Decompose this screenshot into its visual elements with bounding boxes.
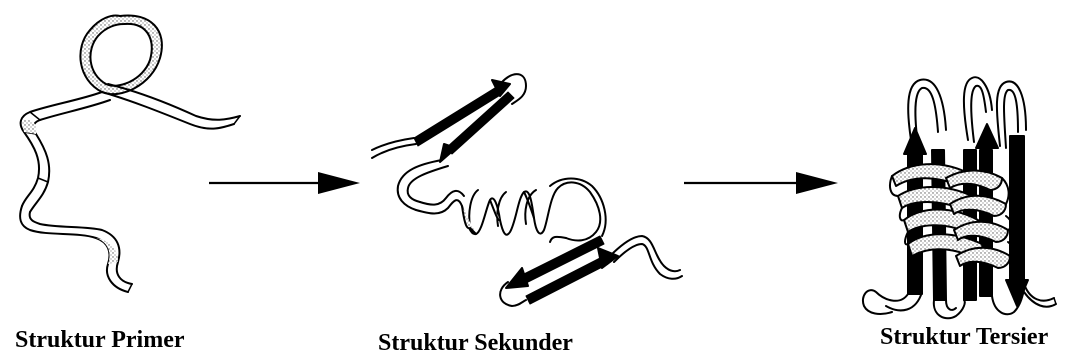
primary-structure-label: Struktur Primer: [15, 328, 185, 352]
primary-structure-ribbon: [20, 15, 240, 292]
secondary-structure-ribbon: [372, 74, 682, 306]
arrow-primary-to-secondary: [209, 172, 360, 194]
arrow-secondary-to-tertiary: [684, 172, 838, 194]
tertiary-structure-ribbon: [863, 77, 1056, 318]
tertiary-structure-label: Struktur Tersier: [880, 325, 1048, 349]
secondary-structure-label: Struktur Sekunder: [378, 331, 573, 355]
